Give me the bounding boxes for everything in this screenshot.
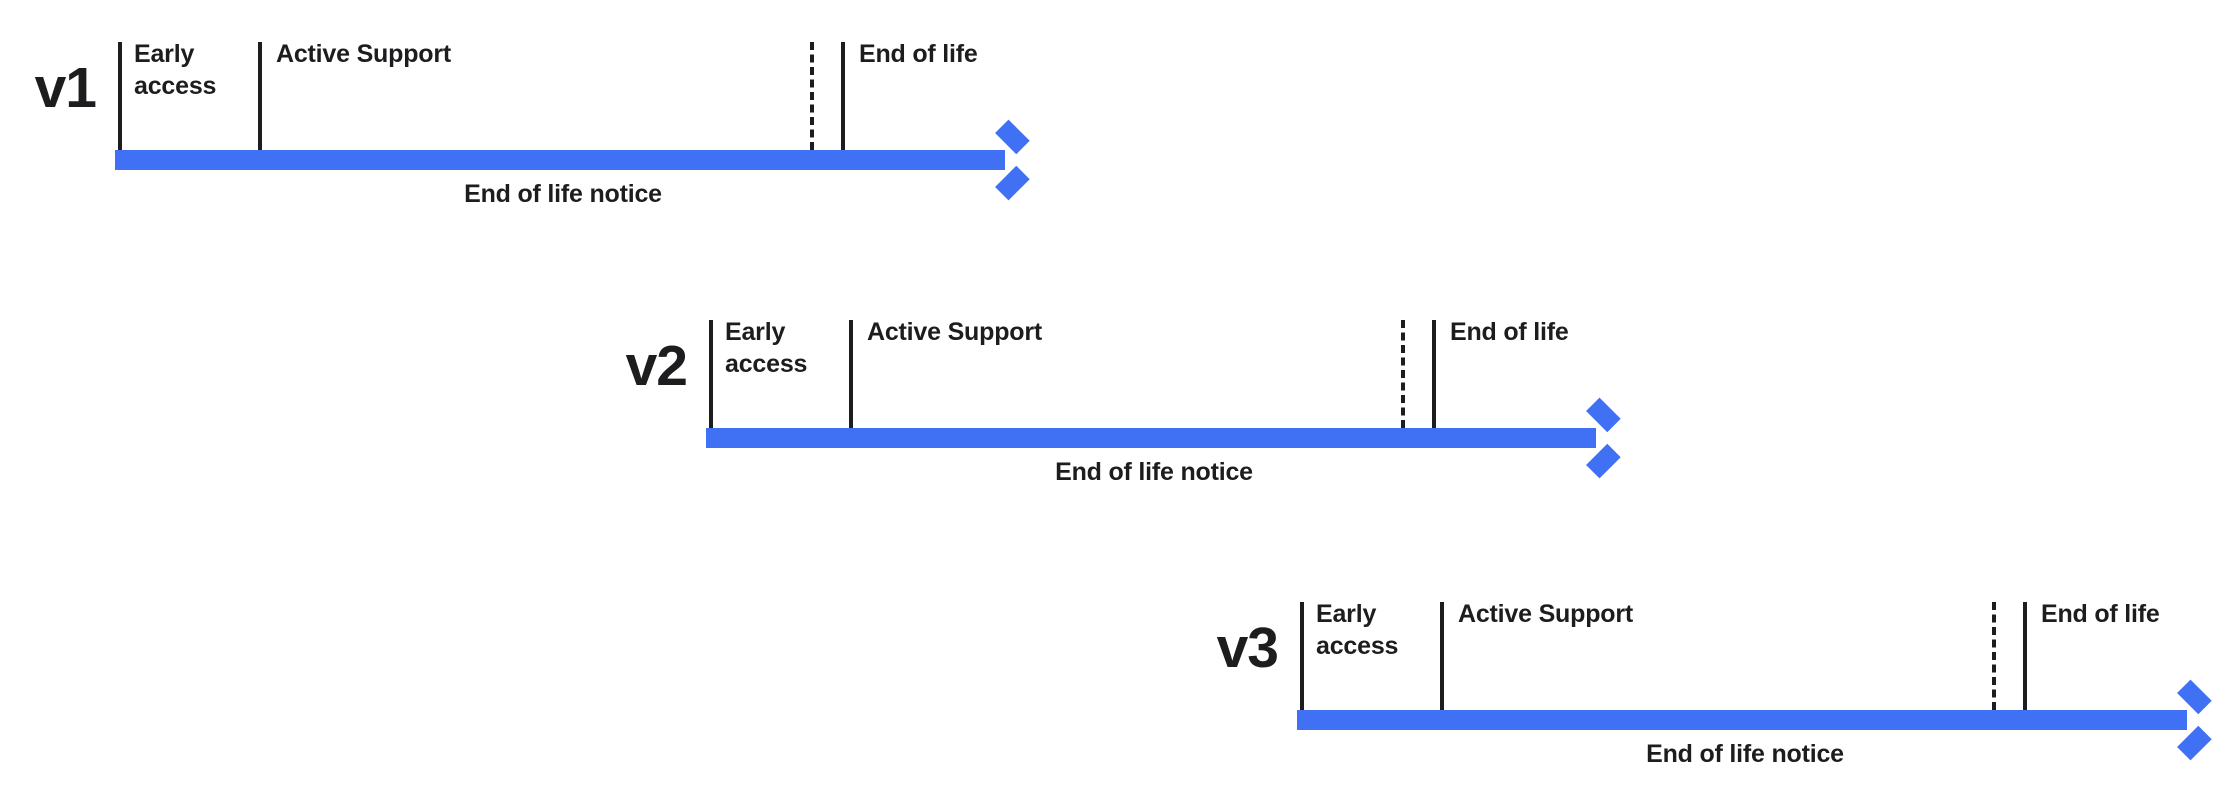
lifecycle-axis-v3 [1297,710,2217,730]
lifecycle-axis-v1 [115,150,1035,170]
phase-divider-start-v3 [1300,602,1304,710]
phase-label-early-access-v3: Early access [1316,600,1399,660]
eol-notice-label-v1: End of life notice [464,180,662,208]
eol-notice-label-v3: End of life notice [1646,740,1844,768]
phase-label-end-of-life-v1: End of life [859,40,978,68]
phase-label-end-of-life-v2: End of life [1450,318,1569,346]
timeline-row-v3: v3 Early access Active Support End of li… [1182,560,2228,790]
eol-notice-marker-v1 [810,42,814,150]
track-v2: Early access Active Support End of life [706,278,1651,453]
phase-divider-active-support-v1 [258,42,262,150]
axis-arrowhead-v2 [1582,416,1626,460]
phase-divider-start-v1 [118,42,122,150]
phase-divider-end-of-life-v3 [2023,602,2027,710]
axis-shaft-v1 [115,150,1005,170]
phase-label-active-support-v1: Active Support [276,40,451,68]
axis-arrowhead-v3 [2173,698,2217,742]
eol-notice-marker-v3 [1992,602,1996,710]
phase-divider-active-support-v3 [1440,602,1444,710]
phase-divider-end-of-life-v1 [841,42,845,150]
eol-notice-marker-v2 [1401,320,1405,428]
timeline-row-v1: v1 Early access Active Support End of li… [0,0,1060,230]
axis-shaft-v2 [706,428,1596,448]
phase-label-active-support-v3: Active Support [1458,600,1633,628]
lifecycle-axis-v2 [706,428,1626,448]
phase-divider-start-v2 [709,320,713,428]
phase-divider-active-support-v2 [849,320,853,428]
track-v1: Early access Active Support End of life [115,0,1060,175]
version-label-v2: v2 [625,334,688,398]
axis-shaft-v3 [1297,710,2187,730]
timeline-row-v2: v2 Early access Active Support End of li… [591,278,1651,508]
version-label-v3: v3 [1216,616,1279,680]
phase-label-early-access-v1: Early access [134,40,217,100]
phase-label-early-access-v2: Early access [725,318,808,378]
eol-notice-label-v2: End of life notice [1055,458,1253,486]
phase-label-end-of-life-v3: End of life [2041,600,2160,628]
version-label-v1: v1 [34,56,97,120]
axis-arrowhead-v1 [991,138,1035,182]
track-v3: Early access Active Support End of life [1297,560,2228,735]
phase-divider-end-of-life-v2 [1432,320,1436,428]
phase-label-active-support-v2: Active Support [867,318,1042,346]
